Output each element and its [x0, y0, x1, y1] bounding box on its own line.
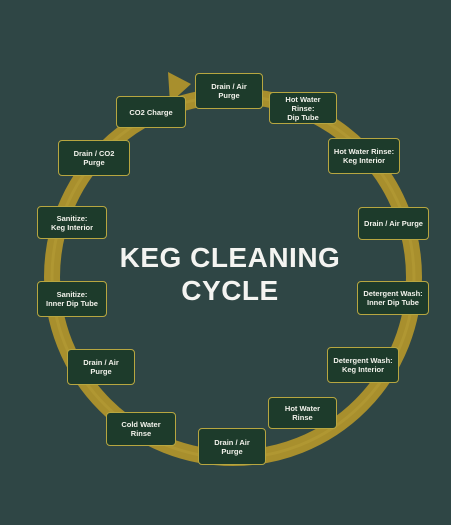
step-hot-water-rinse-keg-interior: Hot Water Rinse: Keg Interior — [328, 138, 400, 174]
title-line-1: KEG CLEANING — [119, 242, 341, 273]
step-sanitize-inner-dip-tube: Sanitize: Inner Dip Tube — [37, 281, 107, 317]
step-drain-air-purge-2: Drain / Air Purge — [358, 207, 429, 240]
step-detergent-wash-keg-interior: Detergent Wash: Keg Interior — [327, 347, 399, 383]
step-drain-air-purge-1: Drain / Air Purge — [195, 73, 263, 109]
step-hot-water-rinse-dip-tube: Hot Water Rinse: Dip Tube — [269, 92, 337, 124]
cycle-arrowhead-icon — [168, 72, 191, 103]
step-cold-water-rinse: Cold Water Rinse — [106, 412, 176, 446]
step-sanitize-keg-interior: Sanitize: Keg Interior — [37, 206, 107, 239]
diagram-title: KEG CLEANING CYCLE — [100, 241, 360, 307]
step-hot-water-rinse: Hot Water Rinse — [268, 397, 337, 429]
step-detergent-wash-inner-dip-tube: Detergent Wash: Inner Dip Tube — [357, 281, 429, 315]
step-drain-air-purge-3: Drain / Air Purge — [198, 428, 266, 465]
step-co2-charge: CO2 Charge — [116, 96, 186, 128]
step-drain-air-purge-4: Drain / Air Purge — [67, 349, 135, 385]
step-drain-co2-purge: Drain / CO2 Purge — [58, 140, 130, 176]
title-line-2: CYCLE — [181, 275, 279, 306]
